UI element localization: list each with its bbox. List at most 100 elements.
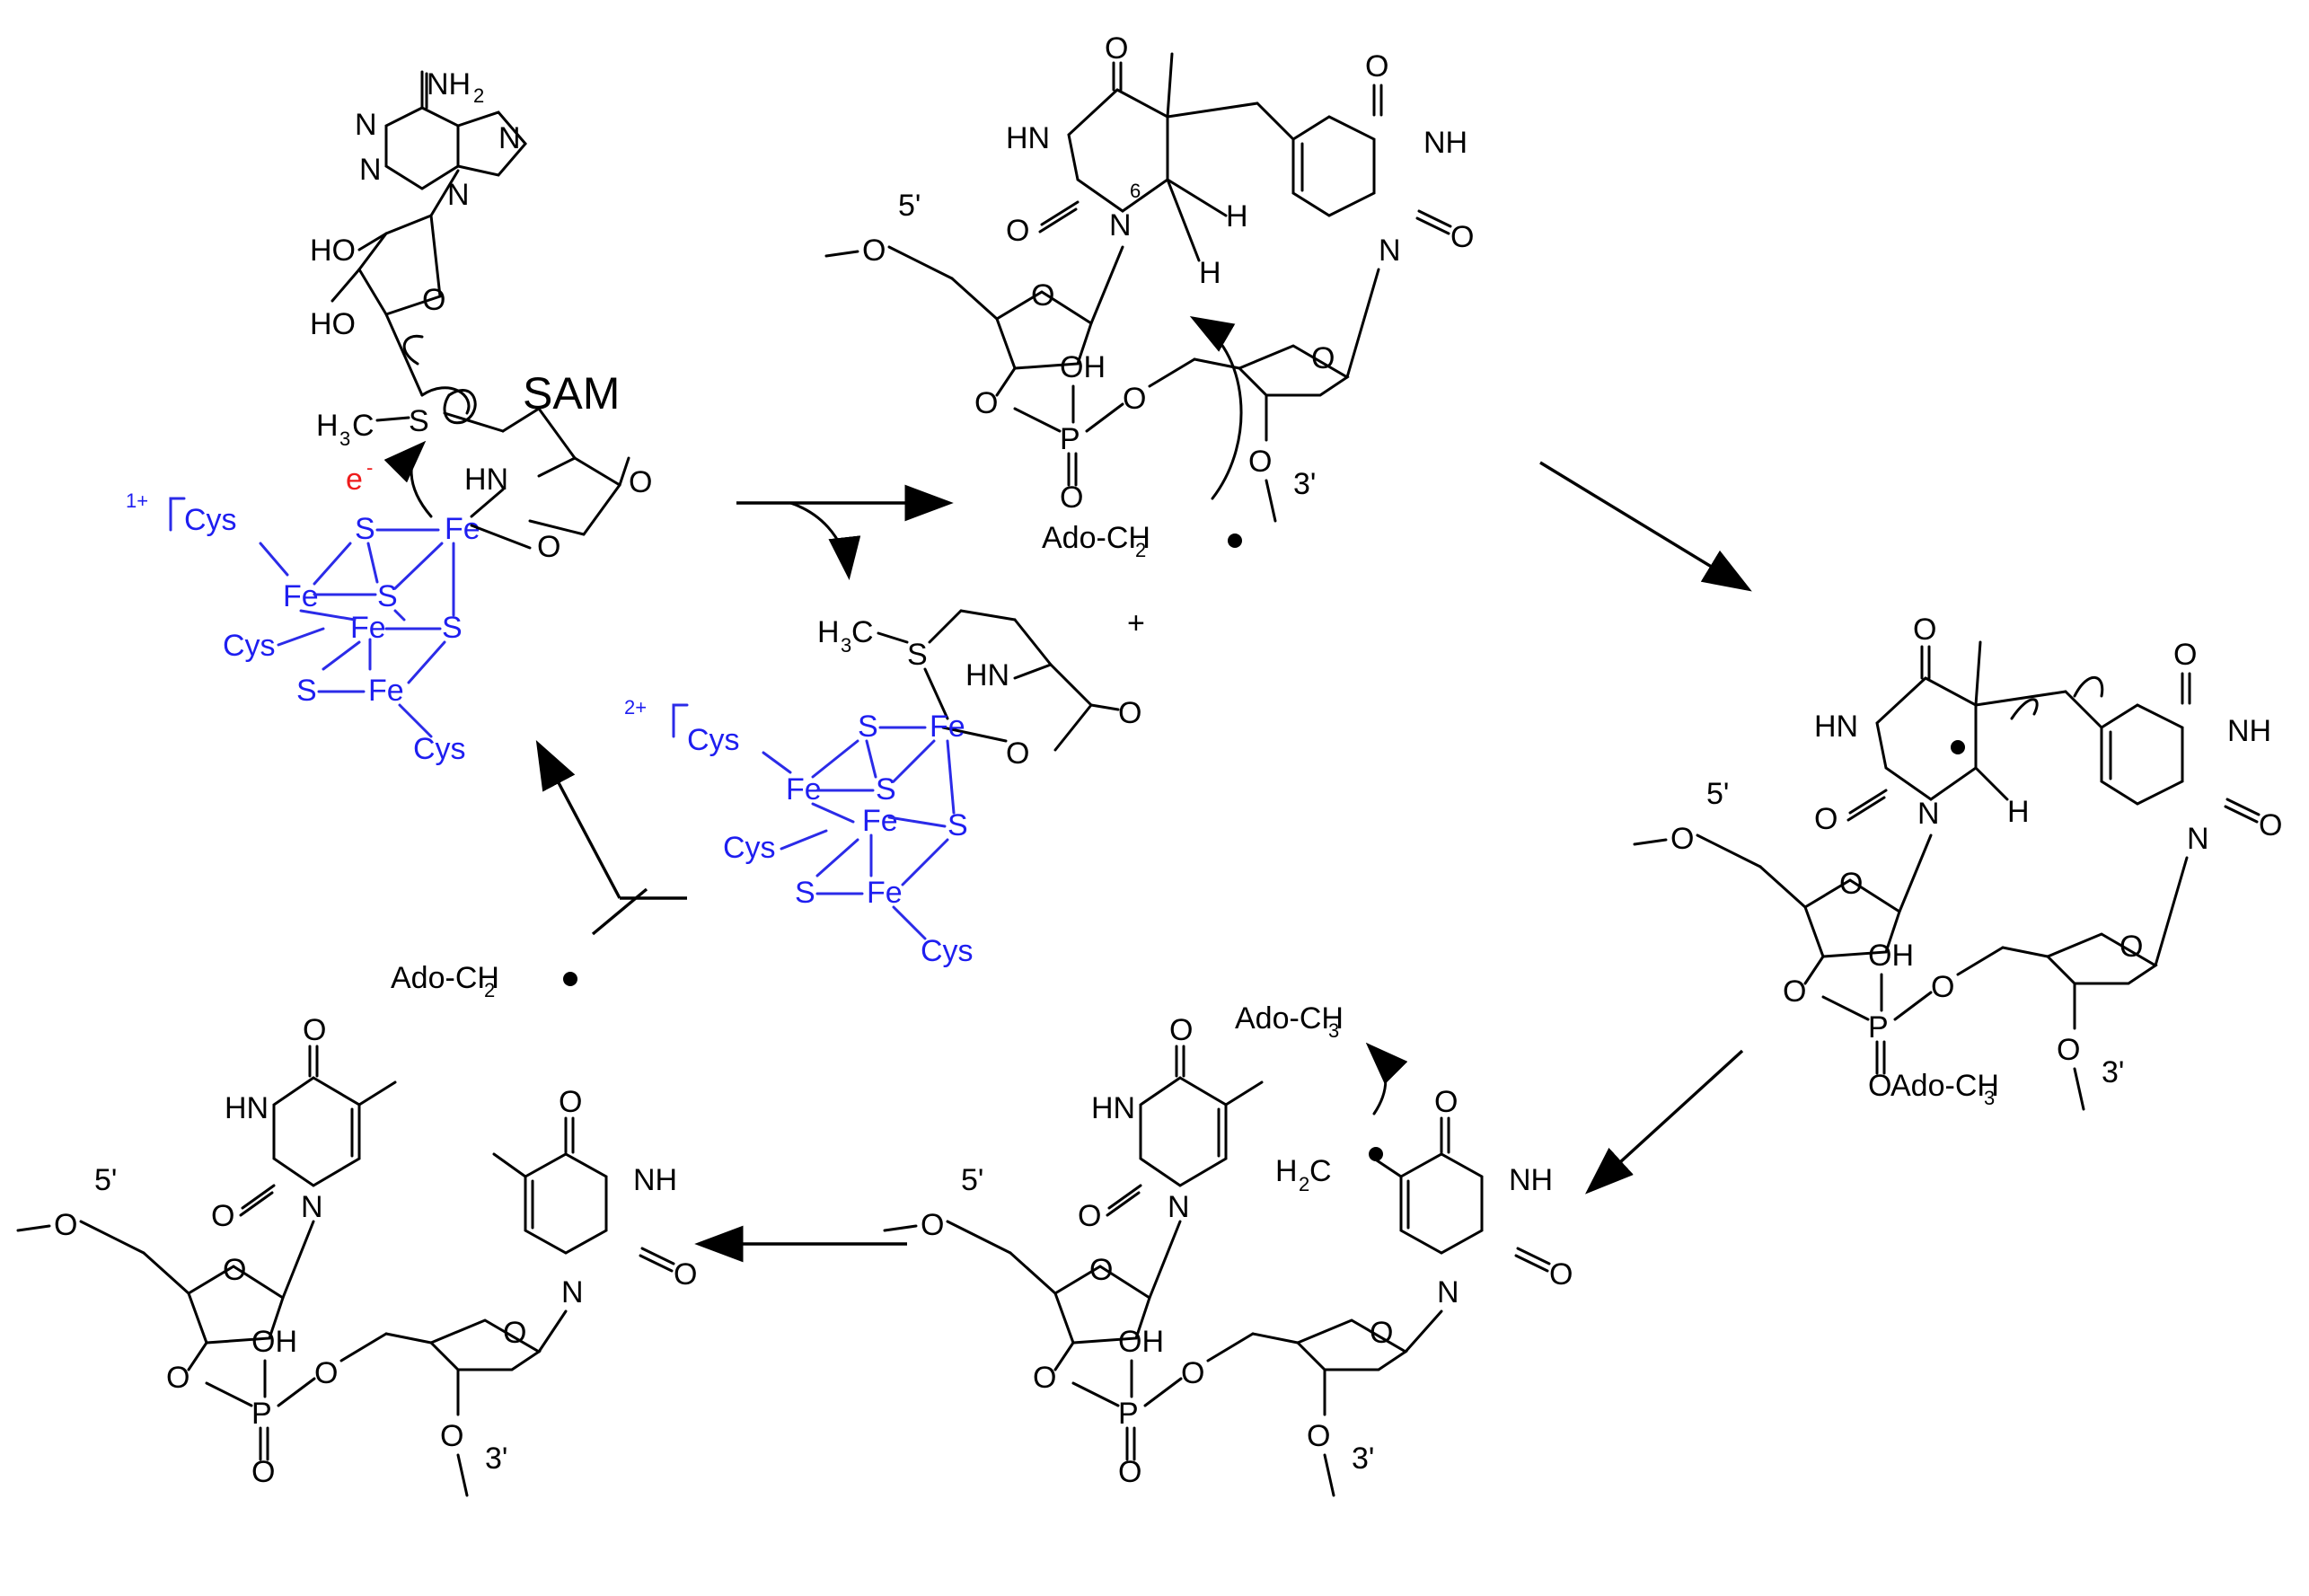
sp-o5-right: O <box>1123 382 1146 416</box>
int-o-right: O <box>2259 808 2282 842</box>
sp-phosphorus: P <box>1060 422 1080 456</box>
radical-dot-c6 <box>1951 740 1965 754</box>
regen-ado-ch2-sub: 2 <box>484 979 495 1001</box>
cluster-1-cys-1: Cys <box>184 503 237 537</box>
int-o5-right: O <box>1931 970 1954 1004</box>
tp-n-left: N <box>301 1190 323 1224</box>
cluster-1-s-2: S <box>377 579 398 613</box>
sam-h3c: H <box>316 409 339 443</box>
sp-3prime: 3' <box>1293 467 1316 501</box>
sam-label: SAM <box>523 368 620 419</box>
adenine-nh2: NH <box>427 67 471 101</box>
sp-n-left: N <box>1109 208 1132 242</box>
arrow-to-radical <box>1539 461 1752 592</box>
cluster-1-fe-3: Fe <box>350 611 386 645</box>
met-sulfur: S <box>907 638 928 672</box>
int-h: H <box>2007 795 2030 829</box>
adenine-n7: N <box>498 121 521 155</box>
sam-carbonyl-o: O <box>629 465 652 499</box>
arrow-regeneration <box>535 739 621 899</box>
int-3prime: 3' <box>2102 1055 2124 1089</box>
sp-ado-ch2: Ado-CH <box>1042 521 1150 555</box>
cluster-2-s-2: S <box>876 772 896 807</box>
tp-p-o: O <box>251 1455 275 1489</box>
int-p-o: O <box>1868 1069 1891 1103</box>
cluster-2-fe-4: Fe <box>867 876 903 910</box>
adenine-n9: N <box>447 178 470 212</box>
cluster-2-s-3: S <box>947 808 968 842</box>
regen-ado-ch2: Ado-CH <box>391 961 499 995</box>
tp-nh-right: NH <box>633 1163 677 1197</box>
radical-dot-regen <box>563 972 577 986</box>
mr-o5-right: O <box>1181 1356 1204 1390</box>
radical-dot-methyl <box>1369 1147 1383 1161</box>
tp-o-top-left: O <box>303 1013 326 1047</box>
sp-nh-right: NH <box>1423 126 1467 160</box>
fe-s-cluster-oxidation-1: 1+ Cys Fe S Fe S Fe S Cys S Fe Cys <box>126 488 532 766</box>
met-carbonyl-o: O <box>1118 696 1141 730</box>
met-carboxyl-o: O <box>1006 736 1029 771</box>
sp-sugar-o-left: O <box>1031 278 1054 313</box>
electron-label: e <box>346 463 363 497</box>
adenine-ring: NH 2 N N N N <box>355 67 527 217</box>
mr-phosphorus: P <box>1118 1397 1139 1431</box>
int-o3-left: O <box>1783 974 1806 1009</box>
radical-dot-1 <box>1228 533 1242 548</box>
sam-iron-sulfur-complex: NH 2 N N N N HO HO O <box>126 67 652 766</box>
cluster-1-s-1: S <box>355 512 375 546</box>
int-o-top-left: O <box>1913 613 1936 647</box>
sp-o-left: O <box>1006 214 1029 248</box>
electron-transfer: e - <box>346 440 433 518</box>
spore-photoproduct-lesion: O O HN N 6 H H O NH O N O O 5' O <box>824 31 1474 561</box>
reaction-arrows: Ado-CH 2 <box>391 461 1752 1263</box>
int-ado-ch3-sub: 3 <box>1984 1087 1995 1109</box>
tp-phosphorus: P <box>251 1397 272 1431</box>
int-o3-right: O <box>2057 1033 2080 1067</box>
int-sugar-o-left: O <box>1839 867 1863 901</box>
sp-p-oh: OH <box>1060 350 1106 384</box>
int-p-oh: OH <box>1868 939 1914 973</box>
tp-o-right: O <box>674 1257 697 1292</box>
tp-o-left: O <box>211 1199 234 1233</box>
int-hn-left: HN <box>1814 710 1858 744</box>
mr-ado-ch3-sub: 3 <box>1328 1019 1339 1042</box>
cluster-2-charge: 2+ <box>624 696 647 719</box>
mr-ado-ch3: Ado-CH <box>1235 1001 1344 1036</box>
sp-h-1: H <box>1226 199 1248 234</box>
cluster-1-fe-4: Fe <box>368 674 404 708</box>
adenine-n1: N <box>355 108 377 142</box>
arrow-to-methyl-radical <box>1584 1049 1744 1195</box>
methionine-chain: H 3 C S HN O O SAM <box>316 313 652 564</box>
ribose-o: O <box>422 283 445 317</box>
int-o5-left: O <box>1670 822 1694 856</box>
met-h3c-h: H <box>817 615 840 649</box>
cluster-2-cys-2: Cys <box>723 831 776 865</box>
cluster-1-cys-3: Cys <box>413 732 466 766</box>
plus-sign: + <box>1127 606 1145 640</box>
tp-o5-right: O <box>314 1356 338 1390</box>
sp-c6-label: 6 <box>1130 180 1141 202</box>
int-o-left: O <box>1814 802 1838 836</box>
int-ado-ch3: Ado-CH <box>1890 1069 1999 1103</box>
mr-h2c-h: H <box>1275 1154 1298 1188</box>
mr-o-top-left: O <box>1169 1013 1193 1047</box>
int-n-right: N <box>2187 822 2209 856</box>
mr-o3-right: O <box>1307 1419 1330 1453</box>
electron-sign: - <box>366 456 373 479</box>
cluster-2-cys-1: Cys <box>687 723 740 757</box>
adenine-nh2-sub: 2 <box>473 84 484 107</box>
cluster-1-charge: 1+ <box>126 489 148 512</box>
sp-sugar-o-right: O <box>1311 341 1335 375</box>
tp-n-right: N <box>561 1275 584 1309</box>
cluster-2-s-1: S <box>858 710 878 744</box>
mr-p-o: O <box>1118 1455 1141 1489</box>
cluster-1-s-4: S <box>296 674 317 708</box>
arrow-sam-release <box>789 501 861 580</box>
mr-nh-right: NH <box>1509 1163 1553 1197</box>
sp-o3-left: O <box>974 386 998 420</box>
sp-o-top-left: O <box>1105 31 1128 66</box>
adenine-n3: N <box>359 153 382 187</box>
int-5prime: 5' <box>1706 777 1729 811</box>
mr-n-right: N <box>1437 1275 1459 1309</box>
